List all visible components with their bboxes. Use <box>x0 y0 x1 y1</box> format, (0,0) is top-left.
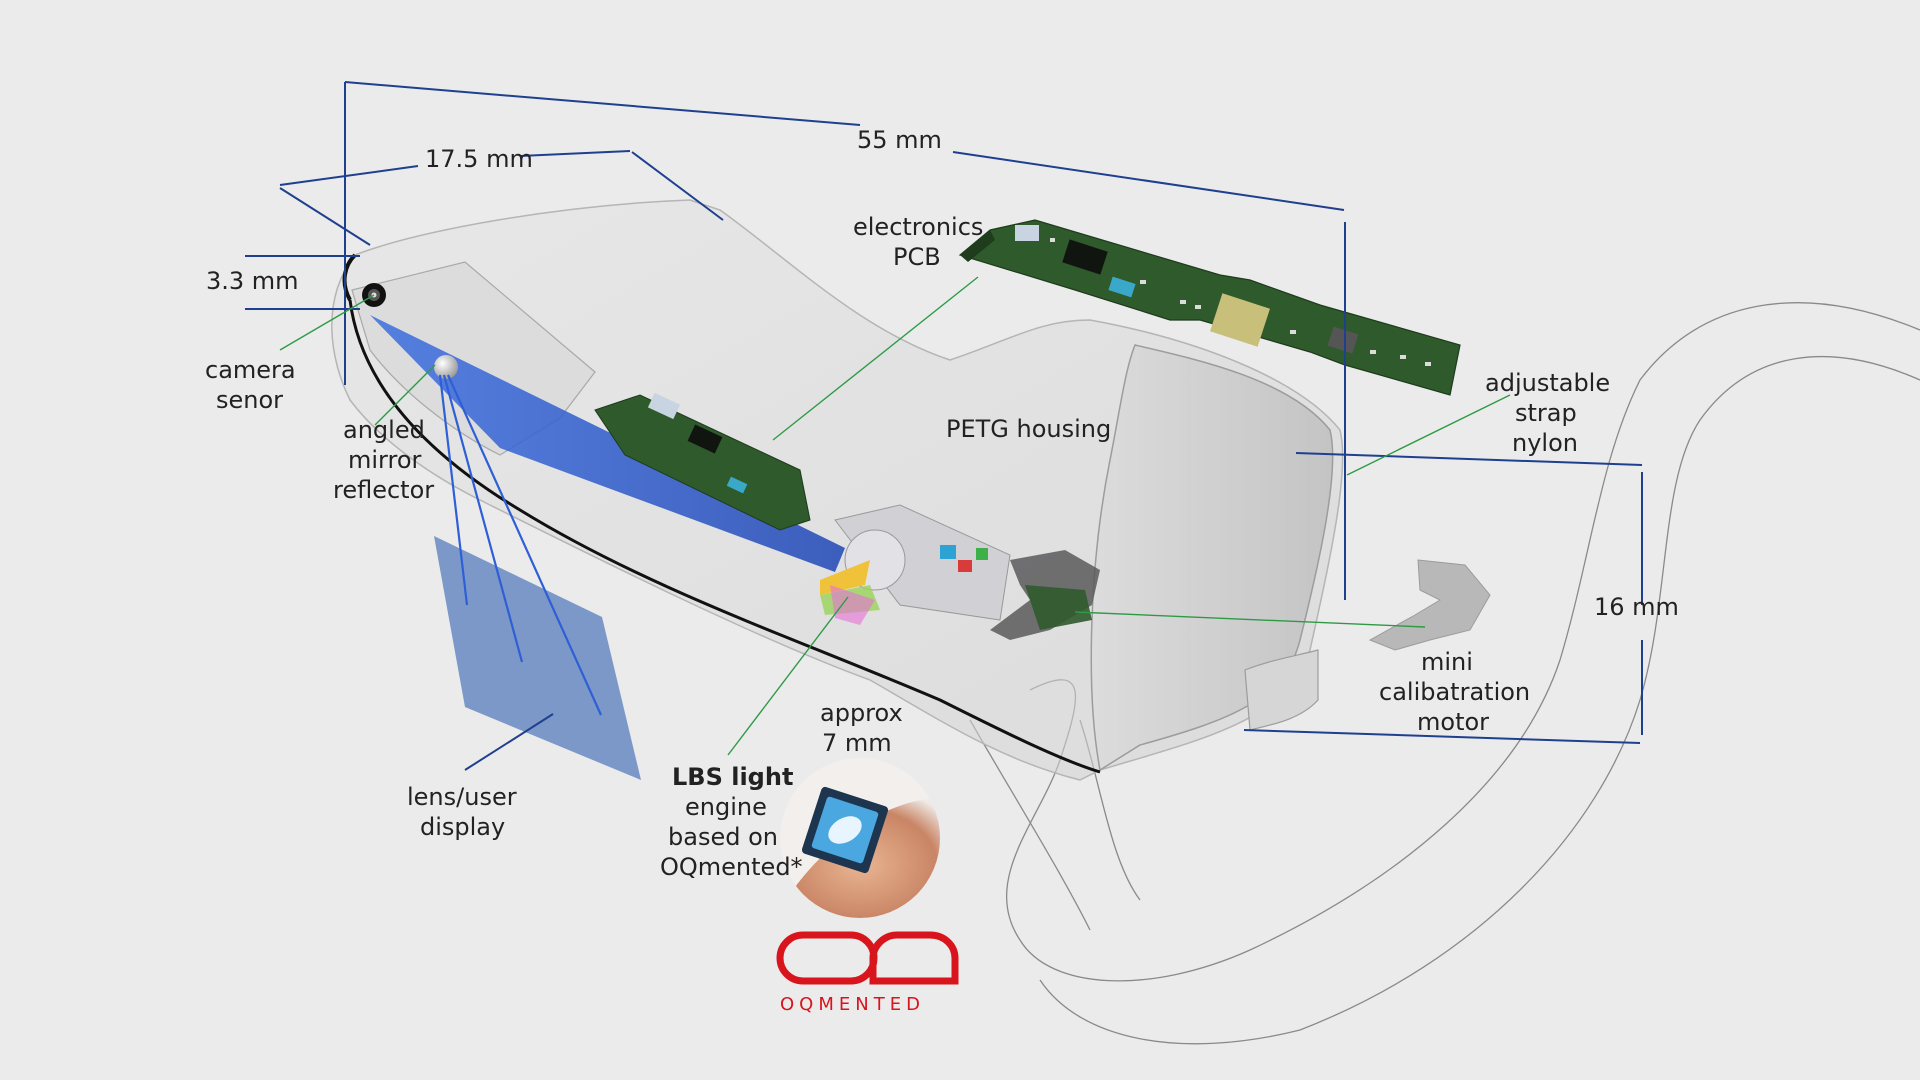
label-lens-1: lens/user <box>407 783 517 811</box>
label-camera-sensor-1: camera <box>205 356 296 384</box>
calibration-motor-assembly <box>990 550 1100 640</box>
label-housing: PETG housing <box>946 415 1111 443</box>
label-16-mm: 16 mm <box>1594 593 1679 621</box>
label-approx-2: 7 mm <box>822 729 892 757</box>
label-strap-1: adjustable <box>1485 369 1610 397</box>
oqmented-logo-wordmark: OQMENTED <box>780 994 925 1015</box>
petg-housing-shell <box>331 199 1344 781</box>
label-strap-2: strap <box>1515 399 1577 427</box>
label-55-mm: 55 mm <box>857 126 942 154</box>
label-camera-sensor-2: senor <box>216 386 283 414</box>
lens-user-display <box>434 536 641 780</box>
label-mirror-3: reflector <box>333 476 434 504</box>
label-mirror-1: angled <box>343 416 425 444</box>
internal-pcb <box>594 392 811 531</box>
label-lens-2: display <box>420 813 505 841</box>
label-electronics-2: PCB <box>893 243 941 271</box>
label-motor-3: motor <box>1417 708 1489 736</box>
oqmented-logo-icon <box>776 931 959 985</box>
label-3-3-mm: 3.3 mm <box>206 267 299 295</box>
label-motor-2: calibatration <box>1379 678 1530 706</box>
mirror-sphere <box>434 355 458 379</box>
lbs-chip-photo <box>780 758 940 918</box>
label-strap-3: nylon <box>1512 429 1578 457</box>
label-electronics-1: electronics <box>853 213 983 241</box>
light-beam <box>370 315 845 572</box>
label-mirror-2: mirror <box>348 446 422 474</box>
label-approx-1: approx <box>820 699 903 727</box>
calibration-motor-part <box>1368 559 1491 651</box>
label-lbs-2: engine <box>685 793 767 821</box>
electronics-pcb <box>958 219 1461 396</box>
leader-lines <box>279 276 1511 756</box>
dimension-lines <box>245 81 1643 771</box>
label-lbs-1: LBS light <box>672 763 793 791</box>
lbs-engine-optics <box>820 504 1011 625</box>
label-motor-1: mini <box>1421 648 1473 676</box>
label-lbs-3: based on <box>668 823 778 851</box>
projection-rays <box>438 374 603 716</box>
label-17-5-mm: 17.5 mm <box>425 145 533 173</box>
label-lbs-4: OQmented* <box>660 853 803 881</box>
